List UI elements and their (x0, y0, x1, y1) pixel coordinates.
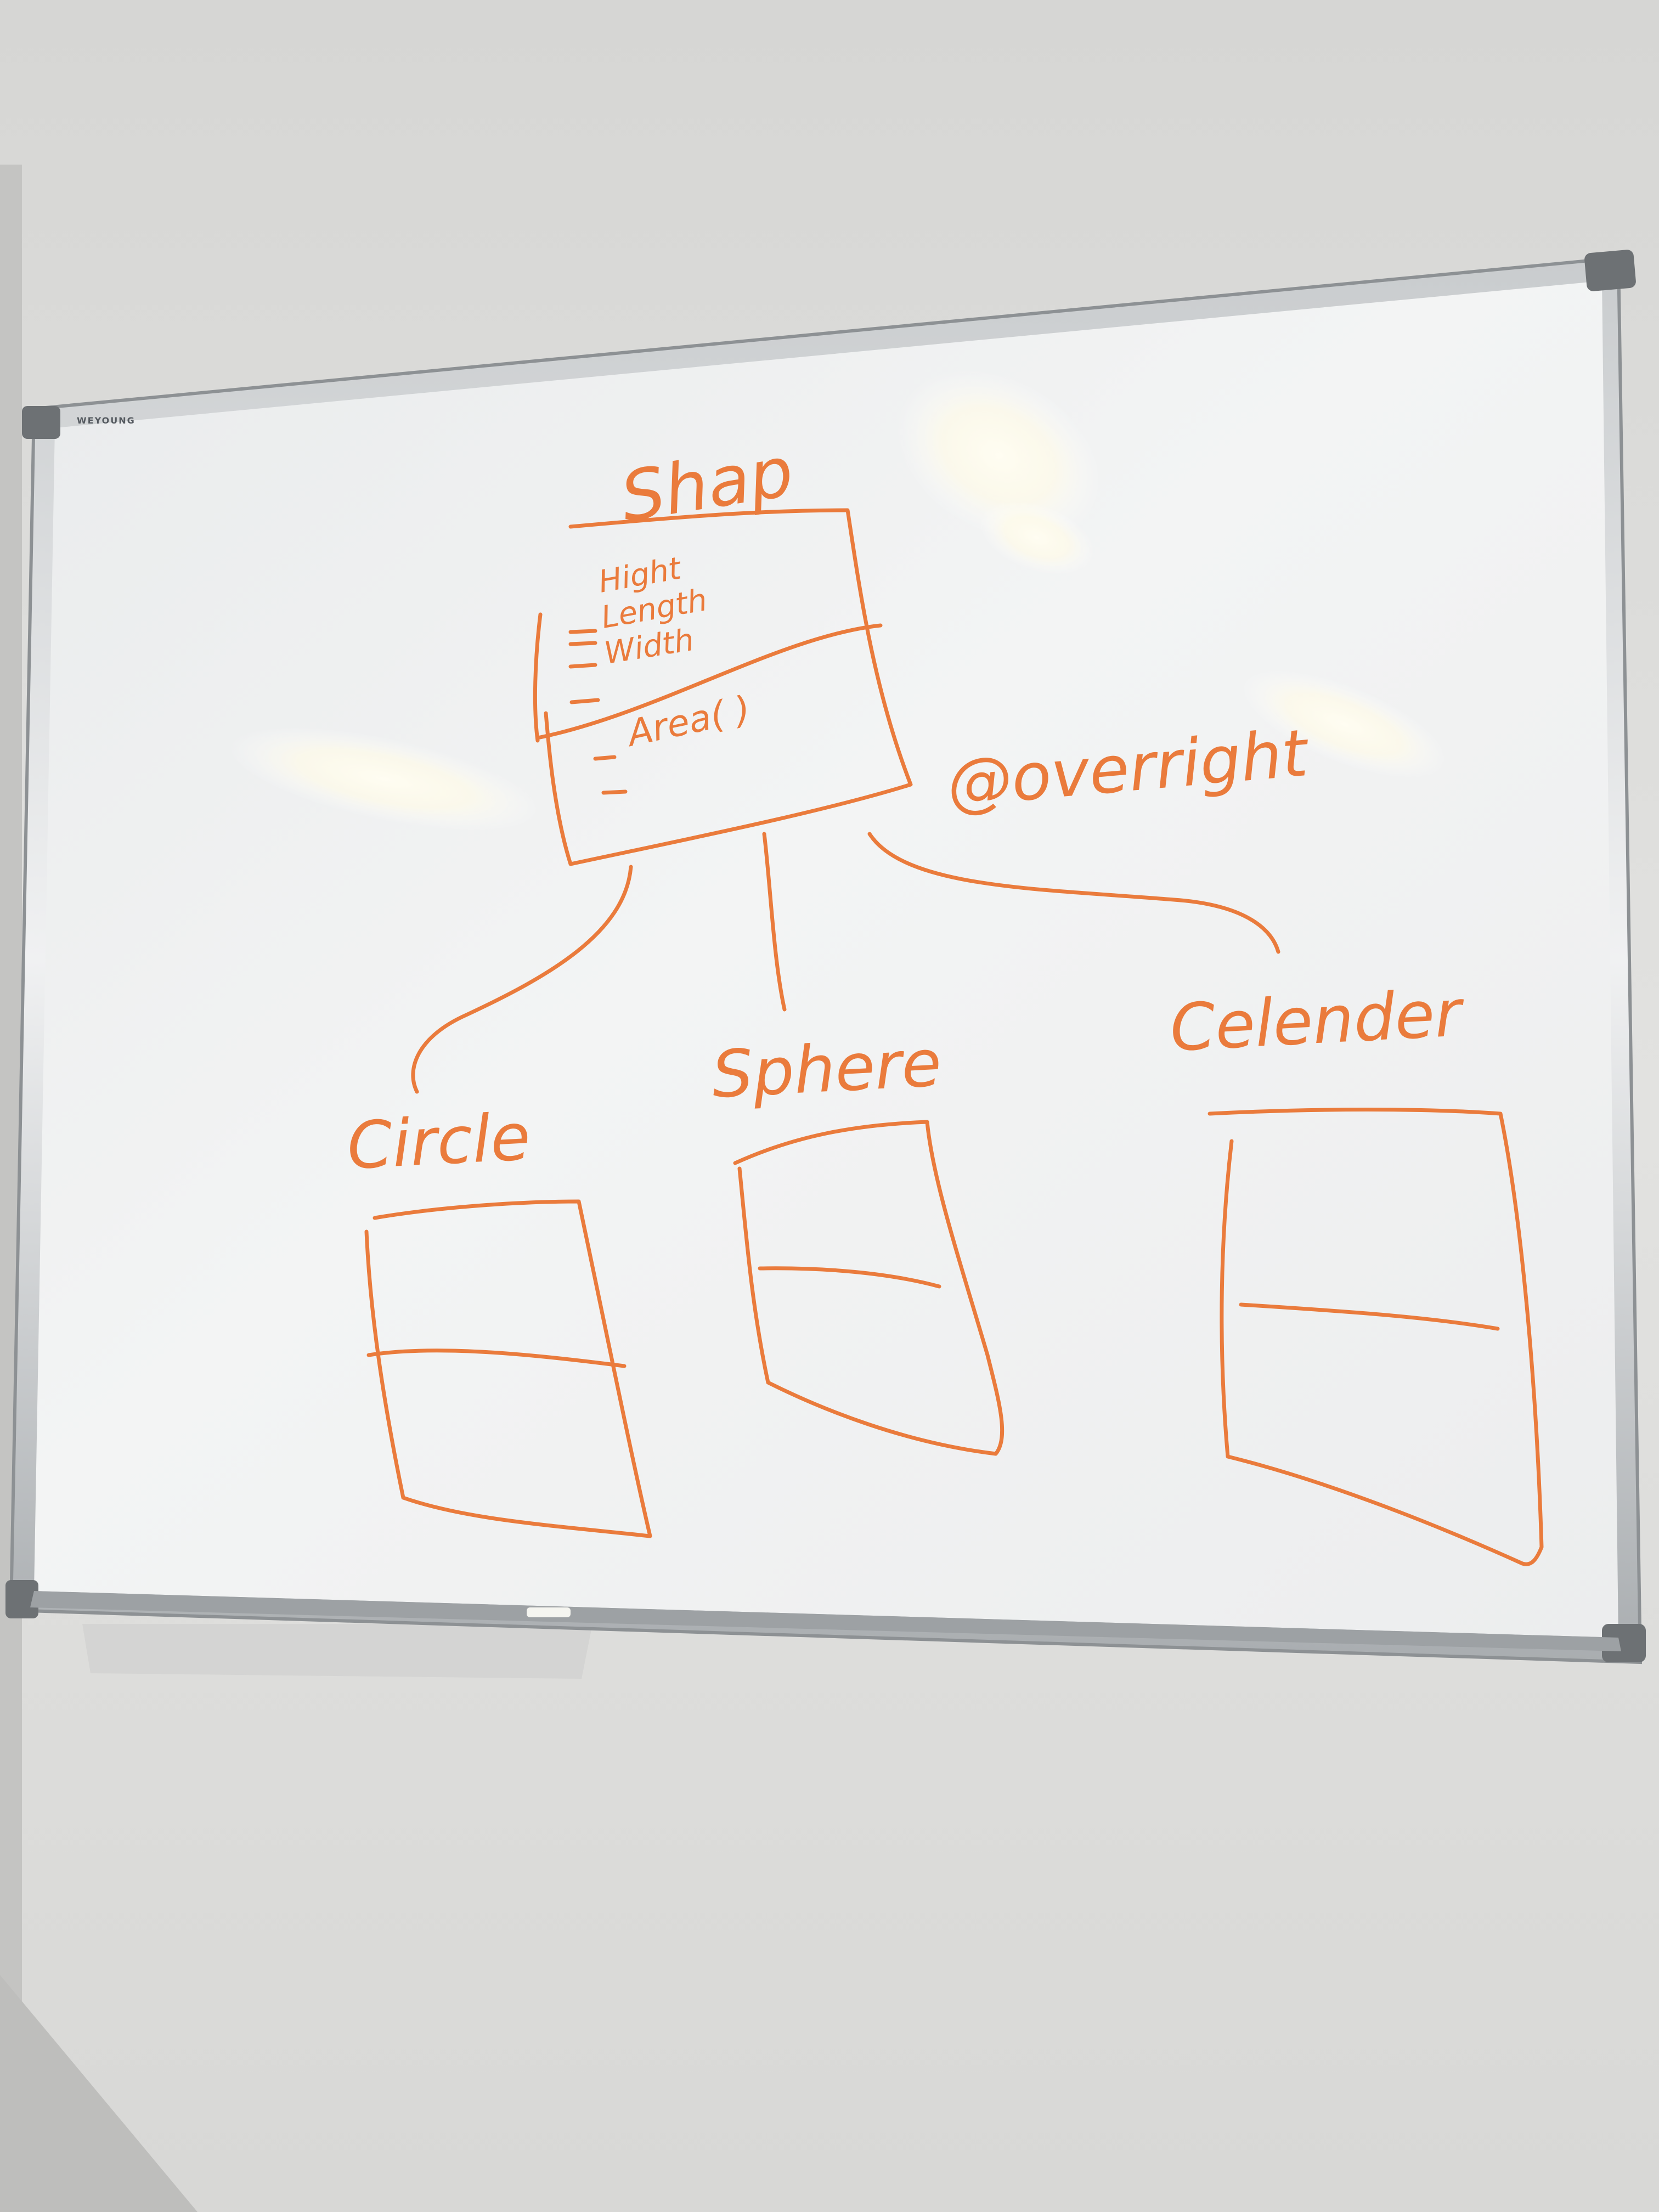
board-surface (34, 281, 1618, 1638)
glare-spot (896, 369, 1101, 542)
attribute-marker (568, 663, 597, 669)
attribute-marker (569, 698, 600, 704)
frame-corner (22, 406, 60, 439)
sphere-divider (758, 1266, 941, 1289)
celender-divider (1239, 1302, 1500, 1331)
parent-divider (535, 623, 883, 740)
child-class-name-celender: Celender (1168, 975, 1466, 1066)
attribute-marker (568, 629, 597, 646)
connector-sphere (762, 832, 787, 1012)
board-shadow (82, 1624, 592, 1679)
glare-spot (979, 500, 1095, 575)
diagram-ink (364, 508, 1544, 1566)
frame-corner (5, 1580, 38, 1618)
circle-class-box (364, 1199, 652, 1538)
connector-celender (867, 832, 1280, 954)
marker-clip (527, 1607, 571, 1617)
glare-spot (228, 727, 540, 831)
method-marker (593, 755, 617, 761)
frame-corner (1584, 250, 1636, 291)
celender-class-box (1207, 1108, 1544, 1566)
board-brand: WEYOUNG (77, 415, 136, 426)
child-class-name-sphere: Sphere (710, 1025, 943, 1113)
sphere-class-box (733, 1120, 1005, 1456)
frame-corner (1602, 1624, 1646, 1662)
glare-spot (1241, 669, 1447, 779)
child-class-name-circle: Circle (345, 1099, 532, 1184)
circle-divider (366, 1348, 627, 1368)
connector-circle (411, 865, 633, 1094)
parent-box-left-edge (533, 612, 543, 743)
wall-corner-shadow (0, 1975, 198, 2212)
wall-edge-shadow (0, 165, 22, 2002)
method-marker (601, 789, 628, 795)
parent-class-box (544, 508, 913, 866)
marker-tray (30, 1591, 1621, 1651)
